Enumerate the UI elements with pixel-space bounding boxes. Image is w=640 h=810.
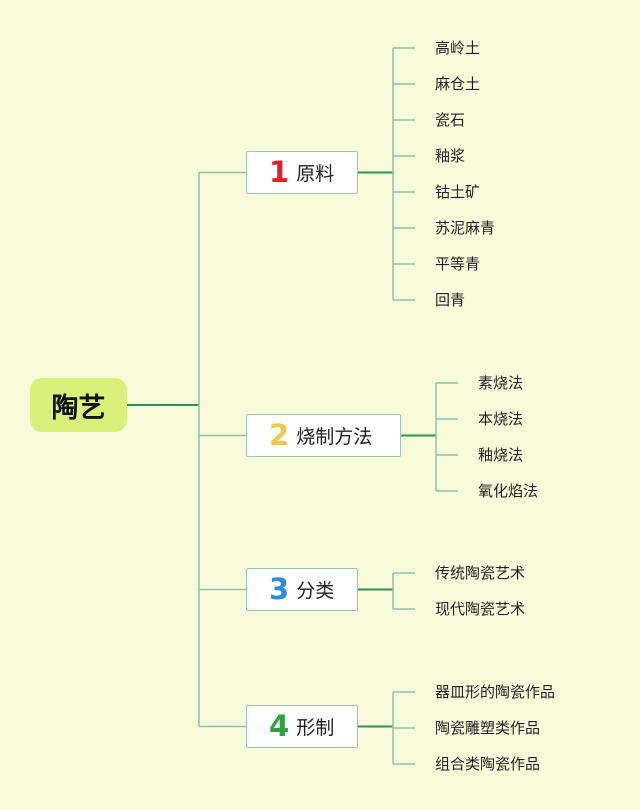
leaf-item[interactable]: 器皿形的陶瓷作品 xyxy=(435,683,556,701)
branch-label: 烧制方法 xyxy=(296,426,373,448)
leaf-item[interactable]: 高岭土 xyxy=(435,39,481,57)
branch-label: 分类 xyxy=(296,580,335,602)
root-label: 陶艺 xyxy=(51,392,106,424)
branch-label: 形制 xyxy=(296,717,335,739)
branch-node-forms[interactable]: 4 形制 xyxy=(246,705,358,748)
leaf-item[interactable]: 本烧法 xyxy=(478,410,524,428)
branch-number: 4 xyxy=(269,709,290,743)
leaf-item[interactable]: 组合类陶瓷作品 xyxy=(435,755,541,773)
leaf-item[interactable]: 回青 xyxy=(435,291,466,309)
leaf-item[interactable]: 氧化焰法 xyxy=(478,482,539,500)
leaf-item[interactable]: 麻仓土 xyxy=(435,75,481,93)
leaf-item[interactable]: 现代陶瓷艺术 xyxy=(435,600,526,618)
leaf-item[interactable]: 素烧法 xyxy=(478,374,524,392)
leaf-item[interactable]: 釉烧法 xyxy=(478,446,524,464)
leaf-item[interactable]: 钴土矿 xyxy=(435,183,481,201)
branch-label: 原料 xyxy=(296,163,335,185)
leaf-item[interactable]: 陶瓷雕塑类作品 xyxy=(435,719,541,737)
leaf-item[interactable]: 苏泥麻青 xyxy=(435,219,496,237)
leaf-item[interactable]: 瓷石 xyxy=(435,111,466,129)
branch-node-raw-materials[interactable]: 1 原料 xyxy=(246,151,358,194)
leaf-item[interactable]: 传统陶瓷艺术 xyxy=(435,564,526,582)
branch-number: 1 xyxy=(269,155,290,189)
branch-node-categories[interactable]: 3 分类 xyxy=(246,568,358,611)
leaf-item[interactable]: 平等青 xyxy=(435,255,481,273)
branch-number: 2 xyxy=(269,418,290,452)
leaf-item[interactable]: 釉浆 xyxy=(435,147,466,165)
branch-node-firing-methods[interactable]: 2 烧制方法 xyxy=(246,414,401,457)
root-node[interactable]: 陶艺 xyxy=(30,378,127,432)
branch-number: 3 xyxy=(269,572,290,606)
